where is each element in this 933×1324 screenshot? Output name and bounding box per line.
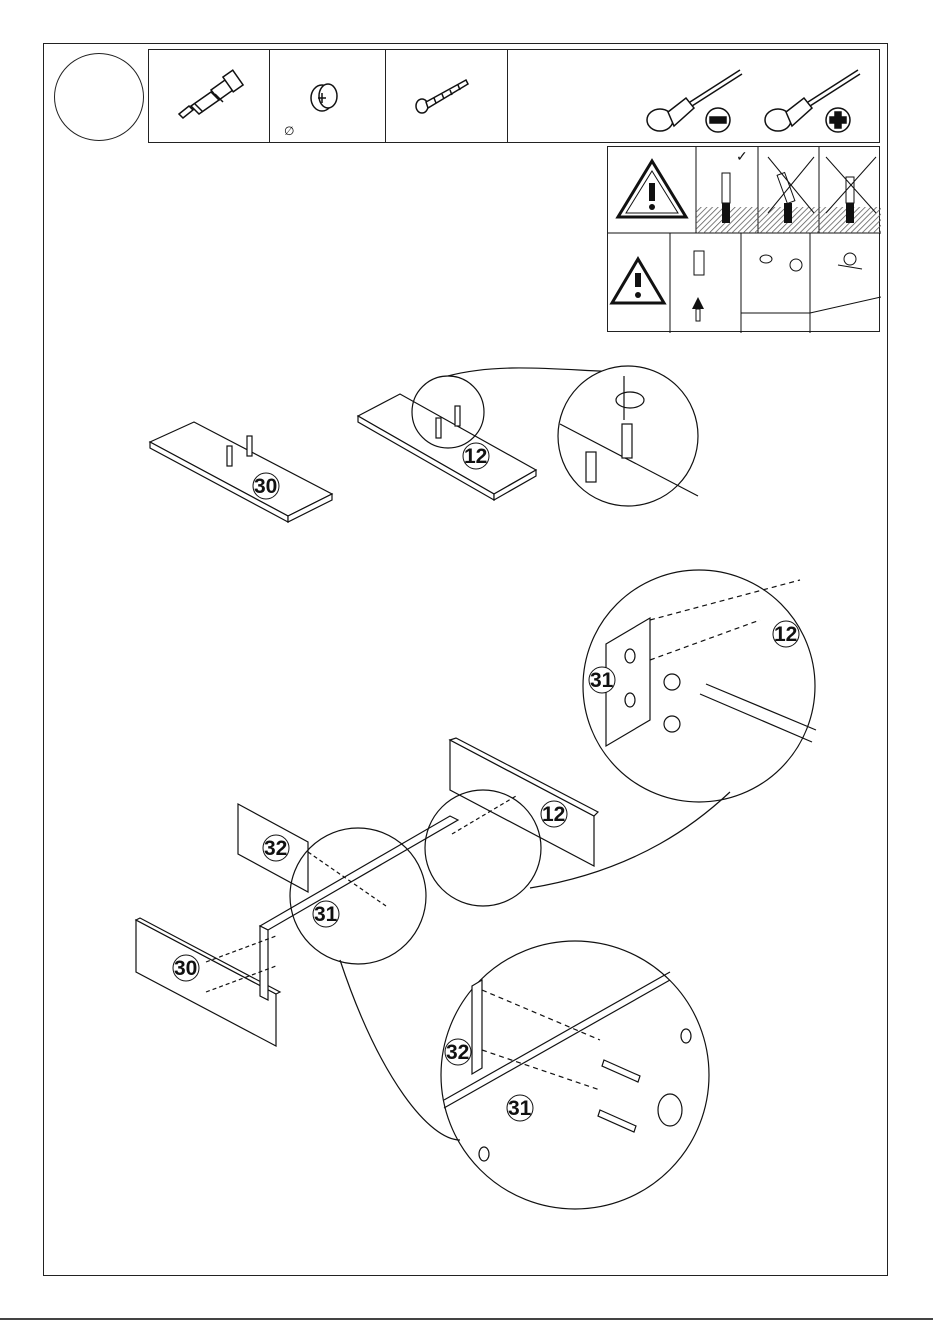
board-30-top — [150, 422, 332, 516]
part-label-30-lower: 30 — [174, 957, 197, 980]
part-label-32-detail: 32 — [446, 1041, 469, 1064]
part-label-31-lower: 31 — [314, 903, 338, 926]
part-label-31-detail: 31 — [590, 669, 614, 692]
part-label-12-top: 12 — [464, 445, 487, 468]
part-label-31-detail-bottom: 31 — [508, 1097, 532, 1120]
part-label-30-top: 30 — [254, 475, 277, 498]
bottom-rule — [0, 1318, 933, 1320]
part-label-32-lower: 32 — [264, 837, 287, 860]
part-label-12-detail: 12 — [774, 623, 797, 646]
part-label-12-lower: 12 — [542, 803, 565, 826]
